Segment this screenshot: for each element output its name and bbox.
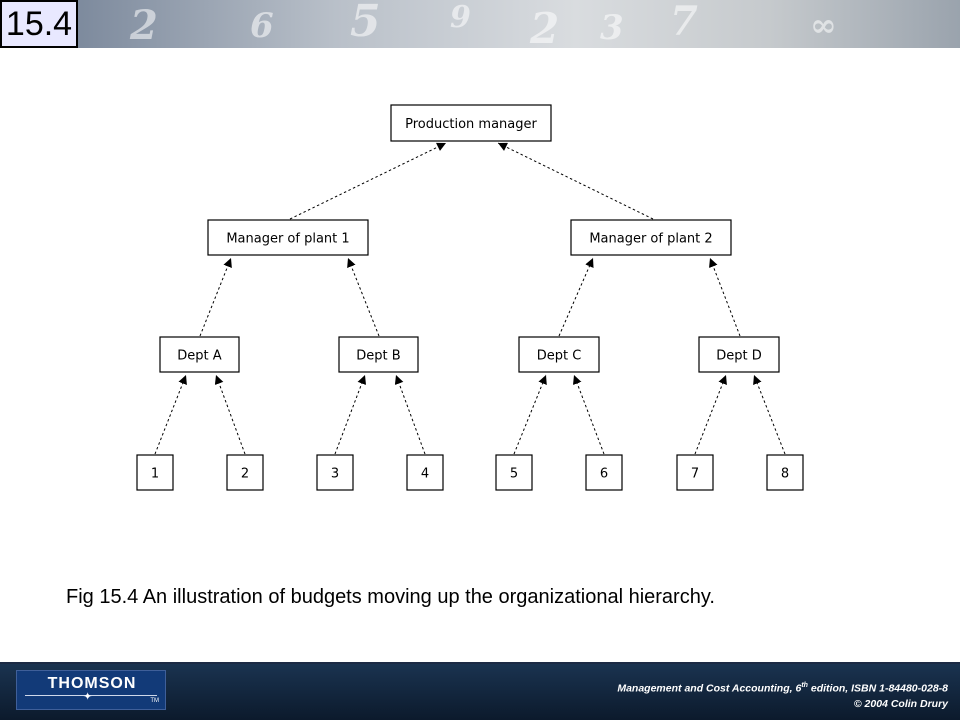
node-box <box>136 454 174 491</box>
header-decoration: 9 <box>450 0 471 35</box>
thomson-logo: THOMSON ✦ TM <box>16 670 166 710</box>
node-n8: 8 <box>766 454 804 491</box>
logo-trademark: TM <box>150 698 159 704</box>
node-dd: Dept D <box>698 336 780 373</box>
copyright: © 2004 Colin Drury <box>853 697 948 710</box>
footer-divider <box>0 662 960 664</box>
node-n7: 7 <box>676 454 714 491</box>
node-box <box>518 336 600 373</box>
node-n4: 4 <box>406 454 444 491</box>
node-box <box>226 454 264 491</box>
edition-isbn: edition, ISBN 1-84480-028-8 <box>807 682 948 695</box>
node-label: Dept C <box>537 349 582 364</box>
node-db: Dept B <box>338 336 419 373</box>
node-box <box>676 454 714 491</box>
header-decoration: 7 <box>670 0 698 45</box>
node-label: Dept B <box>356 349 400 364</box>
node-box <box>316 454 354 491</box>
node-label: Dept A <box>177 349 221 364</box>
node-box <box>570 219 732 256</box>
edge-n6-to-dc <box>572 374 605 455</box>
footer-bar: THOMSON ✦ TM Management and Cost Account… <box>0 664 960 720</box>
edge-dc-to-mp2 <box>558 257 594 337</box>
node-n6: 6 <box>585 454 623 491</box>
book-reference: Management and Cost Accounting, 6th edit… <box>617 678 948 697</box>
edge-n4-to-db <box>394 374 426 455</box>
node-n3: 3 <box>316 454 354 491</box>
node-box <box>207 219 369 256</box>
node-box <box>585 454 623 491</box>
header-decoration: ∞ <box>810 6 837 44</box>
node-label: 7 <box>691 467 699 482</box>
edge-n7-to-dd <box>694 374 727 455</box>
node-box <box>406 454 444 491</box>
node-label: Manager of plant 1 <box>226 232 349 247</box>
book-title: Management and Cost Accounting <box>617 682 790 695</box>
node-n1: 1 <box>136 454 174 491</box>
node-box <box>766 454 804 491</box>
node-box <box>338 336 419 373</box>
node-prod: Production manager <box>390 104 552 142</box>
node-da: Dept A <box>159 336 240 373</box>
node-label: 3 <box>331 467 339 482</box>
header-decoration: 2 <box>530 4 560 48</box>
edge-mp1-to-prod <box>289 142 447 220</box>
slide-number: 15.4 <box>0 0 78 48</box>
node-label: 8 <box>781 467 789 482</box>
node-label: 6 <box>600 467 608 482</box>
edge-n3-to-db <box>334 374 367 455</box>
header-banner: 2 6 5 9 2 3 7 ∞ <box>0 0 960 48</box>
node-box <box>390 104 552 142</box>
edges-layer <box>154 142 786 455</box>
header-decoration: 3 <box>600 8 624 48</box>
node-box <box>159 336 240 373</box>
edge-db-to-mp1 <box>347 257 380 337</box>
node-mp2: Manager of plant 2 <box>570 219 732 256</box>
node-label: 2 <box>241 467 249 482</box>
node-label: Dept D <box>716 349 762 364</box>
header-decoration: 2 <box>130 2 158 48</box>
edge-da-to-mp1 <box>199 257 232 337</box>
node-mp1: Manager of plant 1 <box>207 219 369 256</box>
logo-wordmark: THOMSON <box>47 675 137 692</box>
node-label: 4 <box>421 467 429 482</box>
edge-mp2-to-prod <box>497 142 654 220</box>
node-label: Production manager <box>405 117 537 132</box>
node-n2: 2 <box>226 454 264 491</box>
footer-citation: Management and Cost Accounting, 6th edit… <box>617 678 948 712</box>
edge-n8-to-dd <box>753 374 786 455</box>
node-n5: 5 <box>495 454 533 491</box>
node-box <box>698 336 780 373</box>
edge-n5-to-dc <box>513 374 547 455</box>
node-label: 1 <box>151 467 159 482</box>
star-icon: ✦ <box>83 691 93 703</box>
node-box <box>495 454 533 491</box>
header-decoration: 6 <box>250 6 274 46</box>
node-label: Manager of plant 2 <box>589 232 712 247</box>
edge-n2-to-da <box>214 374 246 455</box>
logo-line <box>25 695 157 696</box>
edge-n1-to-da <box>154 374 187 455</box>
header-decoration: 5 <box>350 0 381 47</box>
edition-number: , 6 <box>789 682 802 695</box>
figure-caption: Fig 15.4 An illustration of budgets movi… <box>66 586 715 608</box>
node-dc: Dept C <box>518 336 600 373</box>
node-label: 5 <box>510 467 518 482</box>
edition-superscript: th <box>801 682 808 689</box>
edge-dd-to-mp2 <box>709 257 741 337</box>
